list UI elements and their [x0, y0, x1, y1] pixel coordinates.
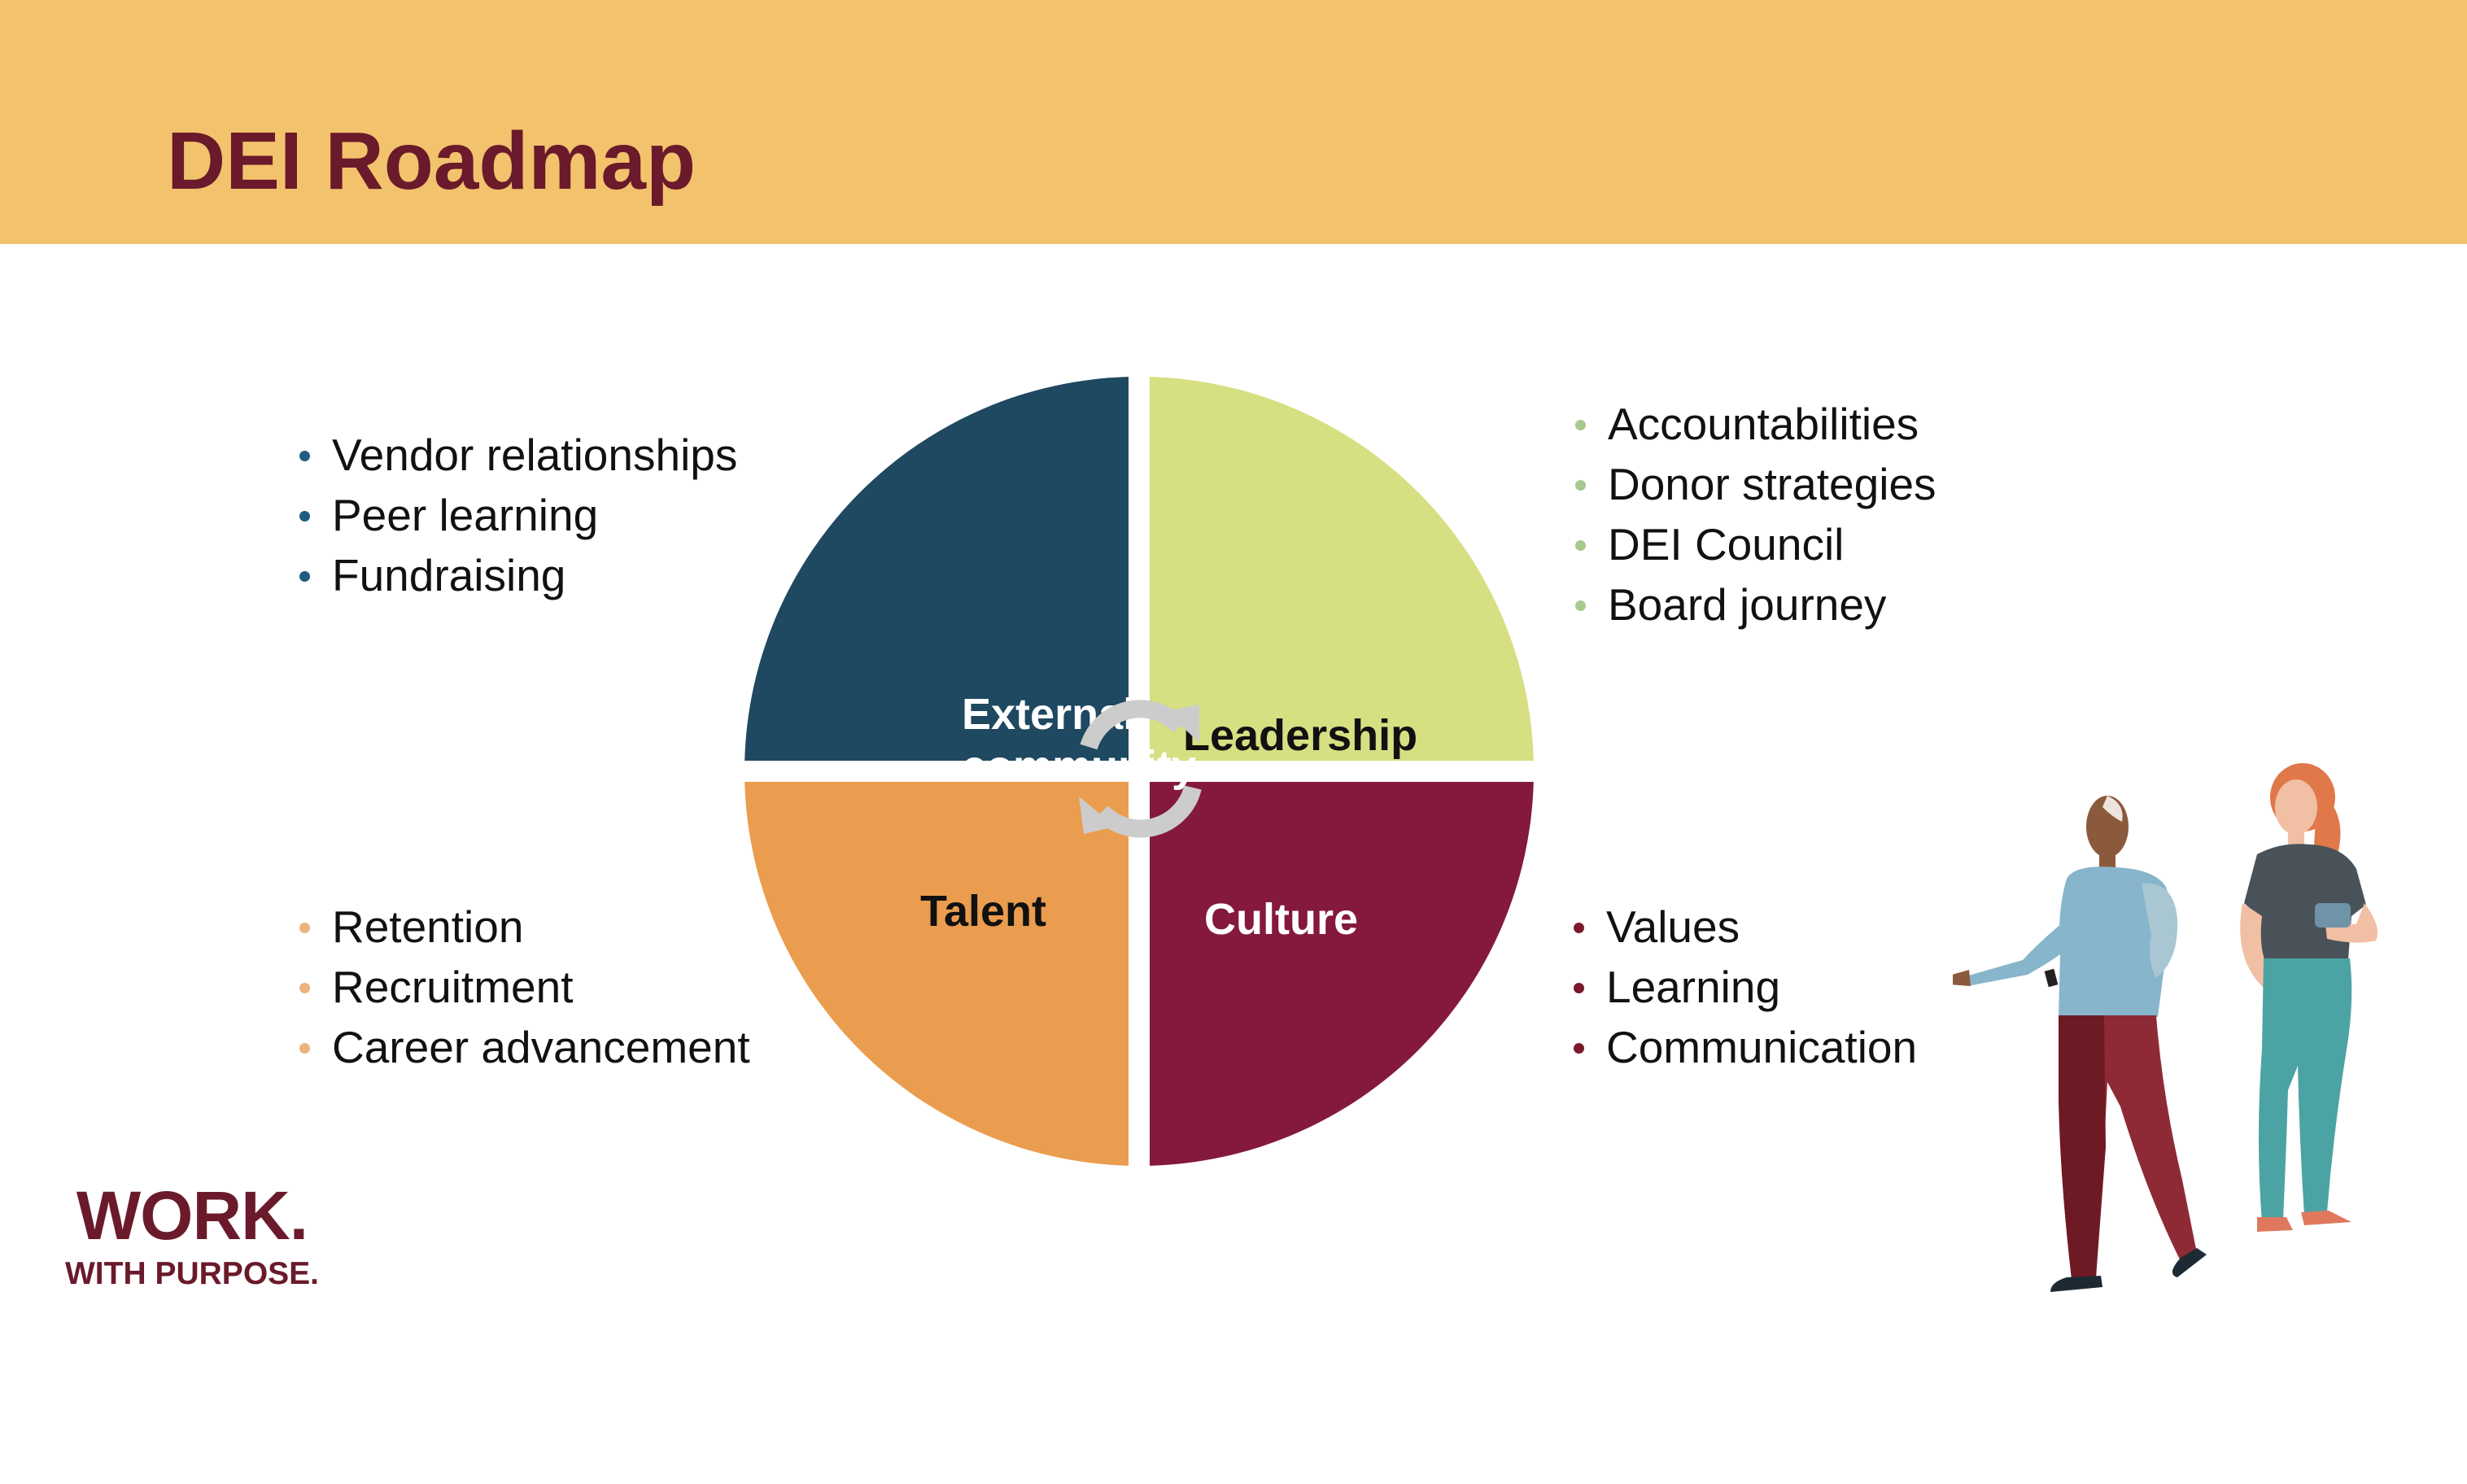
quadrant-talent: [744, 782, 1129, 1166]
man-figure: [1953, 796, 2207, 1292]
bullet-dot-icon: [299, 923, 310, 933]
cycle-arrows-icon: [1079, 700, 1202, 838]
list-item: DEI Council: [1570, 514, 1936, 574]
bullet-dot-icon: [299, 511, 310, 522]
list-item-text: Communication: [1606, 1022, 1918, 1072]
list-item: Recruitment: [295, 957, 750, 1017]
quadrant-label-culture: Culture: [1204, 895, 1358, 944]
list-item: Accountabilities: [1570, 394, 1936, 454]
quadrant-label-line: Talent: [920, 887, 1046, 936]
list-item: Peer learning: [295, 485, 737, 545]
list-item-text: Board journey: [1608, 579, 1887, 630]
list-item: Communication: [1569, 1017, 1917, 1077]
quadrant-label-leadership: Leadership: [1183, 711, 1417, 760]
quadrant-external-community: [744, 377, 1129, 761]
list-item-text: DEI Council: [1608, 519, 1845, 570]
bullet-dot-icon: [1575, 480, 1586, 491]
list-item: Values: [1569, 897, 1917, 957]
list-item-text: Recruitment: [332, 962, 574, 1012]
list-item: Donor strategies: [1570, 454, 1936, 514]
quadrant-label-line: Leadership: [1183, 711, 1417, 760]
list-item-text: Accountabilities: [1608, 399, 1919, 449]
bullet-dot-icon: [299, 1043, 310, 1054]
logo-word: WORK.: [76, 1177, 308, 1254]
quadrant-label-talent: Talent: [920, 887, 1046, 936]
quadrant-culture: [1150, 782, 1534, 1166]
list-item: Vendor relationships: [295, 425, 737, 485]
header-band: [0, 0, 2467, 244]
talent-list: Retention Recruitment Career advancement: [295, 897, 750, 1077]
list-item-text: Vendor relationships: [332, 430, 738, 480]
bullet-dot-icon: [1574, 1043, 1584, 1054]
quadrant-leadership: [1150, 377, 1534, 761]
quadrant-label-line: Culture: [1204, 895, 1358, 944]
bullet-dot-icon: [1575, 420, 1586, 430]
work-with-purpose-logo: WORK. WITH PURPOSE.: [65, 1181, 319, 1290]
culture-list: Values Learning Communication: [1569, 897, 1917, 1077]
list-item-text: Peer learning: [332, 490, 599, 540]
list-item-text: Career advancement: [332, 1022, 750, 1072]
bullet-dot-icon: [1575, 540, 1586, 551]
logo-tagline: WITH PURPOSE.: [65, 1256, 320, 1291]
bullet-dot-icon: [1574, 923, 1584, 933]
bullet-dot-icon: [1574, 983, 1584, 993]
list-item: Learning: [1569, 957, 1917, 1017]
list-item-text: Fundraising: [332, 550, 566, 600]
list-item: Fundraising: [295, 545, 737, 605]
woman-figure: [2240, 763, 2378, 1232]
list-item: Career advancement: [295, 1017, 750, 1077]
leadership-list: Accountabilities Donor strategies DEI Co…: [1570, 394, 1936, 635]
bullet-dot-icon: [1575, 600, 1586, 611]
quadrant-label-line: community: [962, 742, 1196, 791]
external-community-list: Vendor relationships Peer learning Fundr…: [295, 425, 737, 605]
two-people-talking-illustration: [1953, 763, 2378, 1292]
page-title: DEI Roadmap: [167, 116, 696, 207]
list-item-text: Values: [1606, 901, 1740, 952]
bullet-dot-icon: [299, 983, 310, 993]
list-item: Retention: [295, 897, 750, 957]
list-item-text: Retention: [332, 901, 524, 952]
list-item: Board journey: [1570, 574, 1936, 635]
bullet-dot-icon: [299, 451, 310, 461]
list-item-text: Learning: [1606, 962, 1781, 1012]
list-item-text: Donor strategies: [1608, 459, 1936, 509]
bullet-dot-icon: [299, 571, 310, 582]
